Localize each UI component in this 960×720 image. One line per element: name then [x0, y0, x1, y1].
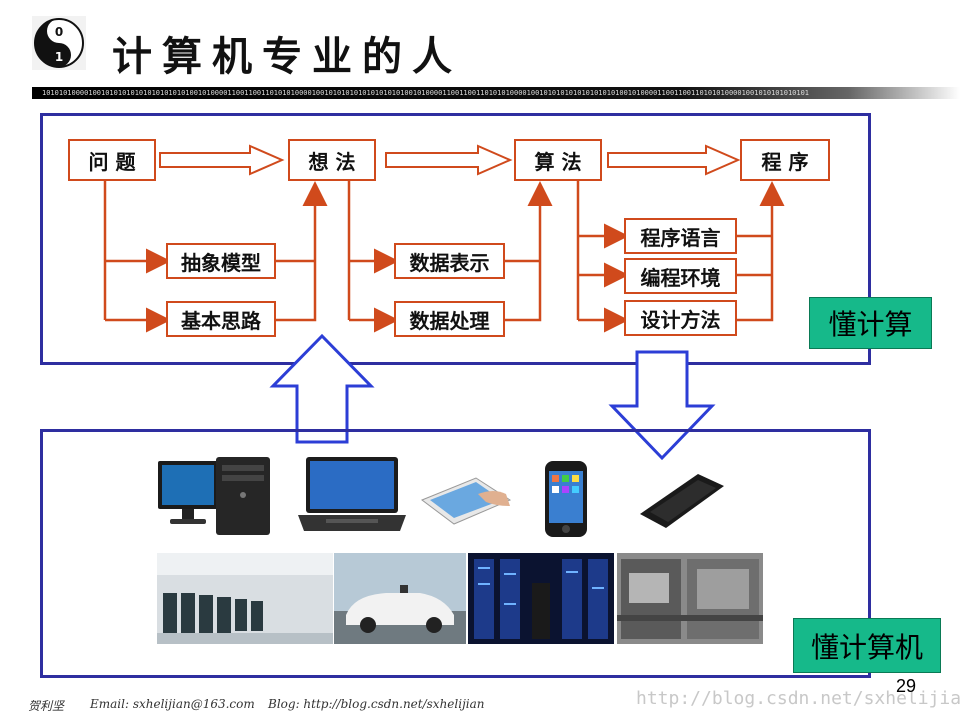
- node-program: 程 序: [740, 139, 830, 181]
- supercomputer-room-photo: [157, 553, 333, 644]
- tablet-icon: [420, 477, 512, 525]
- node-abstract-model: 抽象模型: [166, 243, 276, 279]
- laptop-icon: [298, 457, 406, 531]
- flow-diagram-frame: [40, 113, 871, 365]
- factory-machinery-photo: [617, 553, 763, 644]
- tag-understand-computer: 懂计算机: [793, 618, 941, 673]
- binary-strip: 1010101000010010101010101010101010100101…: [32, 87, 960, 99]
- footer-email: Email: sxhelijian@163.com: [90, 697, 255, 711]
- footer-author: 贺利坚: [28, 699, 65, 713]
- watermark: http://blog.csdn.net/sxhelijian: [636, 688, 960, 709]
- page-title: 计算机专业的人: [112, 33, 462, 80]
- node-programming-environment: 编程环境: [624, 258, 737, 294]
- yin-yang-logo-icon: 0 1: [32, 16, 86, 70]
- desktop-computer-icon: [158, 457, 270, 535]
- logo-digit-zero: 0: [55, 25, 63, 39]
- mobile-phone-icon: [640, 474, 724, 528]
- page-number: 29: [896, 676, 917, 696]
- smartphone-icon: [545, 461, 587, 537]
- node-algorithm: 算 法: [514, 139, 602, 181]
- node-idea: 想 法: [288, 139, 376, 181]
- footer-blog: Blog: http://blog.csdn.net/sxhelijian: [268, 697, 485, 711]
- node-basic-approach: 基本思路: [166, 301, 276, 337]
- self-driving-car-photo: [334, 553, 466, 644]
- node-data-representation: 数据表示: [394, 243, 505, 279]
- tag-understand-computing: 懂计算: [809, 297, 932, 349]
- node-problem: 问 题: [68, 139, 156, 181]
- node-programming-language: 程序语言: [624, 218, 737, 254]
- logo-digit-one: 1: [55, 50, 63, 64]
- server-racks-photo: [468, 553, 614, 644]
- node-design-method: 设计方法: [624, 300, 737, 336]
- node-data-processing: 数据处理: [394, 301, 505, 337]
- devices-frame: [40, 429, 871, 678]
